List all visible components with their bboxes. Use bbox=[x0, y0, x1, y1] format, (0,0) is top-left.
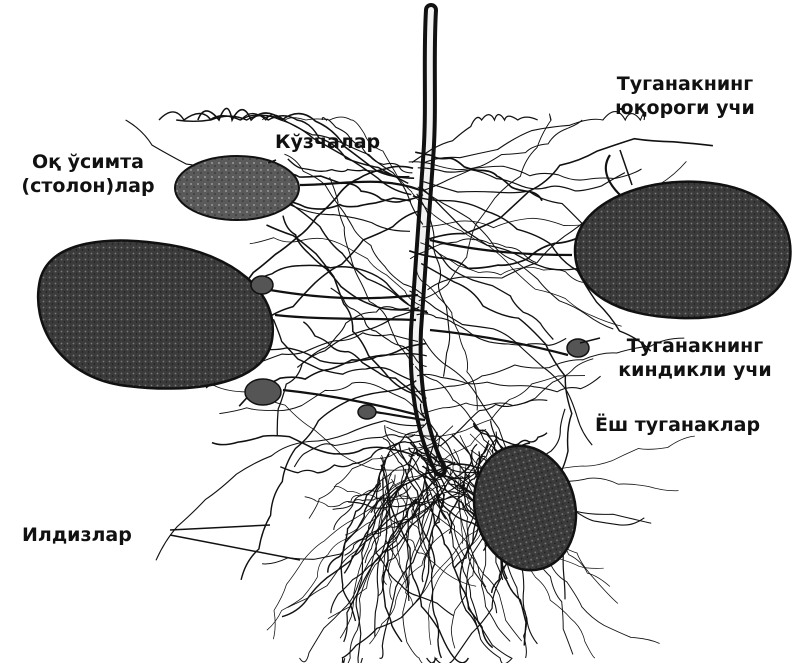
stolon-label: Оқ ўсимта (столон)лар bbox=[8, 150, 168, 198]
tuber-top-end-label: Туганакнинг юқороги учи bbox=[600, 72, 770, 120]
tuber-navel-end-label-line1: Туганакнинг bbox=[605, 334, 785, 358]
root-strand bbox=[284, 154, 425, 297]
stolon-label-line2: (столон)лар bbox=[8, 174, 168, 198]
tuber-top-end-label-line2: юқороги учи bbox=[600, 96, 770, 120]
root-strand bbox=[417, 374, 601, 391]
stolons bbox=[270, 155, 620, 420]
buds-label: Кўзчалар bbox=[275, 130, 380, 154]
stolon-label-line1: Оқ ўсимта bbox=[8, 150, 168, 174]
root-strand bbox=[451, 499, 474, 648]
root-strand bbox=[417, 314, 567, 346]
tuber-small-top bbox=[175, 156, 299, 220]
tuber-navel-end-label: Туганакнинг киндикли учи bbox=[605, 334, 785, 382]
root-strand bbox=[273, 319, 426, 398]
tuber-top-end-label-line1: Туганакнинг bbox=[600, 72, 770, 96]
tuber-navel-end-label-line2: киндикли учи bbox=[605, 358, 785, 382]
root-strand bbox=[300, 483, 408, 662]
root-strand bbox=[297, 307, 409, 368]
roots-label: Илдизлар bbox=[22, 523, 132, 547]
root-strand bbox=[303, 322, 422, 403]
young-tubers-label: Ёш туганаклар bbox=[595, 413, 760, 437]
tuber-large-left bbox=[38, 241, 273, 389]
tuber-large-right bbox=[575, 182, 790, 319]
root-strand bbox=[288, 474, 392, 608]
